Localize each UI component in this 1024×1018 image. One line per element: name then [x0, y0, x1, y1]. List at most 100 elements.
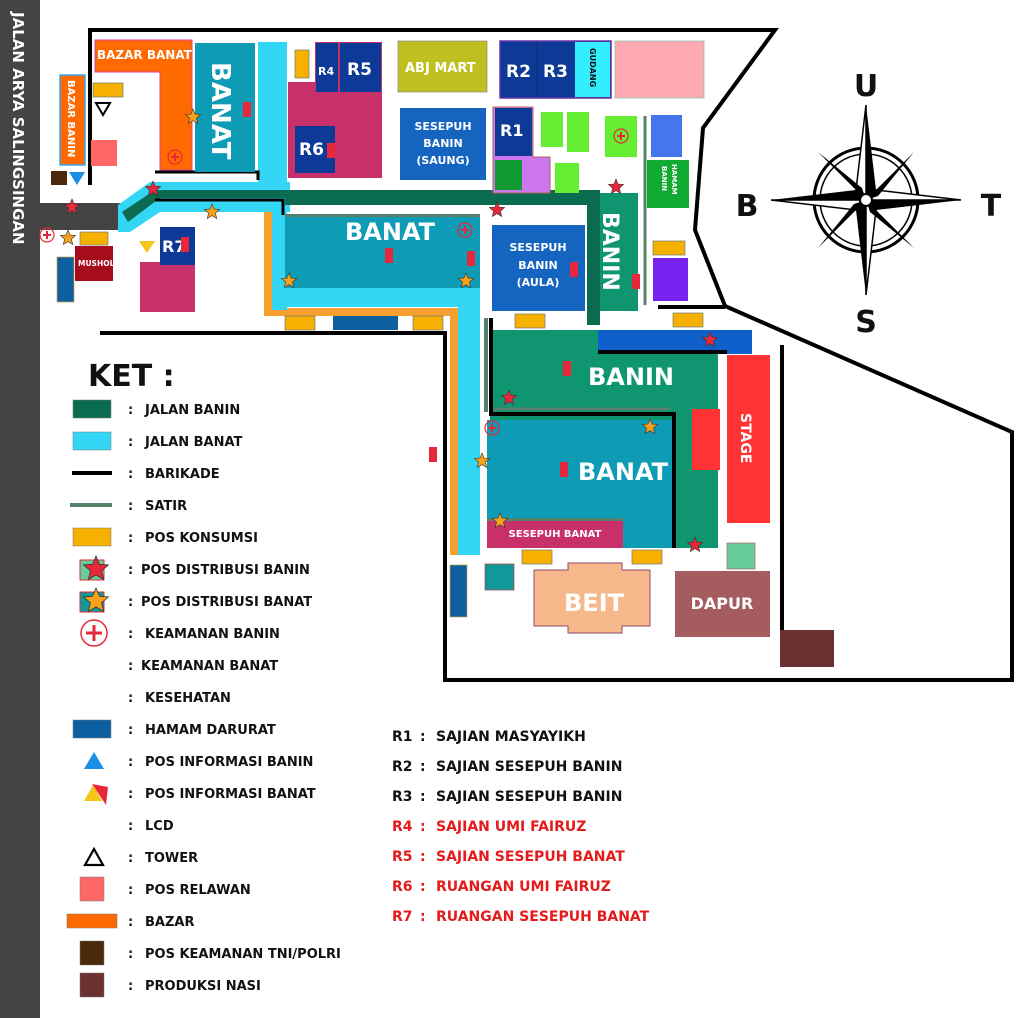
sesepuh-aula-line1: SESEPUH	[509, 241, 566, 254]
legend-item: :HAMAM DARURAT	[72, 719, 276, 739]
jalan-banat-seg	[458, 300, 480, 555]
room-code: R2	[392, 759, 413, 775]
bazar-banin-label: BAZAR BANIN	[65, 80, 76, 157]
legend-item: :POS KONSUMSI	[72, 527, 258, 547]
pos-konsumsi	[521, 549, 553, 565]
pos-keamanan-swatch	[79, 940, 105, 966]
hamam-darurat-swatch	[72, 719, 112, 739]
satir-line	[487, 518, 623, 521]
beit-label: BEIT	[564, 589, 625, 617]
lcd-marker	[181, 237, 189, 252]
legend-label: JALAN BANIN	[144, 403, 240, 418]
room-label: SAJIAN SESEPUH BANIN	[436, 759, 622, 775]
pos-distribusi-banat-star-icon	[184, 108, 202, 125]
lime-room	[541, 112, 563, 147]
r1-label: R1	[500, 121, 523, 140]
legend-colon: :	[128, 947, 133, 962]
sesepuh-saung-line1: SESEPUH	[414, 120, 471, 133]
bazar-banat	[94, 39, 193, 171]
road-label: JALAN ARYA SALINGSINGAN	[9, 11, 27, 245]
legend-label: TOWER	[145, 851, 198, 866]
banat-low-label: BANAT	[578, 458, 669, 486]
legend-item: :POS KEAMANAN TNI/POLRI	[79, 940, 341, 966]
legend-label: BARIKADE	[145, 467, 220, 482]
r6-label: R6	[299, 140, 324, 160]
pos-distribusi-banat-star-icon	[280, 272, 298, 289]
pos-distribusi-banin-star-icon	[701, 331, 719, 348]
pos-distribusi-banin-star-icon	[488, 201, 506, 218]
legend-colon: :	[128, 499, 133, 514]
legend-label: KEAMANAN BANIN	[145, 627, 280, 642]
keamanan-cross-icon	[167, 149, 183, 165]
lcd-marker	[385, 248, 393, 263]
legend-item: :POS DISTRIBUSI BANIN	[79, 554, 310, 581]
keamanan-cross-icon	[39, 227, 55, 243]
legend-item: :TOWER	[83, 846, 198, 867]
banin-low-label: BANIN	[588, 363, 674, 391]
room-colon: :	[420, 909, 426, 925]
legend-label: JALAN BANAT	[144, 435, 243, 450]
legend-colon: :	[128, 819, 133, 834]
legend-colon: :	[128, 467, 133, 482]
legend-colon: :	[128, 723, 133, 738]
pos-distribusi-banin-star-icon	[607, 178, 625, 195]
legend-colon: :	[128, 979, 133, 994]
abj-mart	[397, 40, 488, 93]
pos-konsumsi	[284, 315, 316, 331]
pos-distribusi-banat-star-icon	[203, 203, 221, 220]
tower-triangle-icon	[94, 102, 112, 117]
legend-colon: :	[128, 755, 133, 770]
legend-item: :POS INFORMASI BANAT	[84, 784, 316, 805]
lime-room	[567, 112, 589, 152]
room-r7	[160, 227, 195, 265]
pos-distribusi-banin-star-icon	[500, 389, 518, 406]
legend-colon: :	[128, 403, 133, 418]
pos-distribusi-banat-star-icon	[59, 229, 77, 246]
mint-room	[726, 542, 756, 570]
pos-informasi-banin-triangle-icon	[69, 172, 85, 185]
sesepuh-banat-label: SESEPUH BANAT	[509, 529, 602, 540]
room-colon: :	[420, 849, 426, 865]
keamanan-cross-icon	[484, 420, 500, 436]
pos-konsumsi	[631, 549, 663, 565]
legend: : JALAN BANIN: JALAN BANAT: BARIKADE :SATIR:…	[66, 399, 341, 998]
keamanan-cross-icon	[613, 128, 629, 144]
legend-item: : JALAN BANIN	[72, 399, 240, 419]
tower-triangle-icon	[83, 846, 105, 867]
jalan-banat-border	[264, 208, 458, 555]
pos-konsumsi-swatch	[72, 527, 112, 547]
compass-north: U	[854, 69, 878, 104]
pos-konsumsi	[412, 315, 444, 331]
hamam-darurat	[333, 316, 398, 330]
legend-item: :KEAMANAN BANIN	[80, 619, 280, 647]
yellow-triangle-icon	[84, 784, 108, 805]
pos-distribusi-banin-star-icon	[63, 198, 81, 215]
legend-item: :SATIR	[70, 499, 187, 514]
pos-konsumsi	[79, 231, 109, 246]
jalan-banat-seg	[272, 287, 480, 307]
jalan-banat-swatch	[72, 431, 112, 451]
lime-room	[555, 163, 579, 193]
sesepuh-saung-line3: (SAUNG)	[416, 154, 469, 167]
pos-distribusi-banat-star-icon	[457, 272, 475, 289]
legend-title: KET :	[88, 359, 175, 394]
mushola-label: MUSHOLA	[78, 259, 120, 268]
gudang	[575, 42, 610, 97]
keamanan-cross-icon	[457, 222, 473, 238]
pos-distribusi-banat-star-icon	[641, 418, 659, 435]
legend-item: :KESEHATAN	[128, 691, 231, 706]
room-r1	[495, 108, 532, 156]
pos-keamanan-tni-polri	[51, 171, 67, 185]
room-legend-item: R2:SAJIAN SESEPUH BANIN	[392, 759, 622, 775]
satir-mid	[285, 214, 480, 217]
legend-colon: :	[128, 595, 133, 610]
bazar-swatch	[66, 913, 118, 929]
room-label: SAJIAN MASYAYIKH	[436, 729, 586, 745]
room-label: RUANGAN SESEPUH BANAT	[436, 909, 650, 925]
room-legend-item: R7:RUANGAN SESEPUH BANAT	[392, 909, 650, 925]
legend-colon: :	[128, 883, 133, 898]
green-room	[495, 160, 522, 190]
pos-konsumsi	[92, 82, 124, 98]
sesepuh-banin-saung	[400, 108, 486, 180]
